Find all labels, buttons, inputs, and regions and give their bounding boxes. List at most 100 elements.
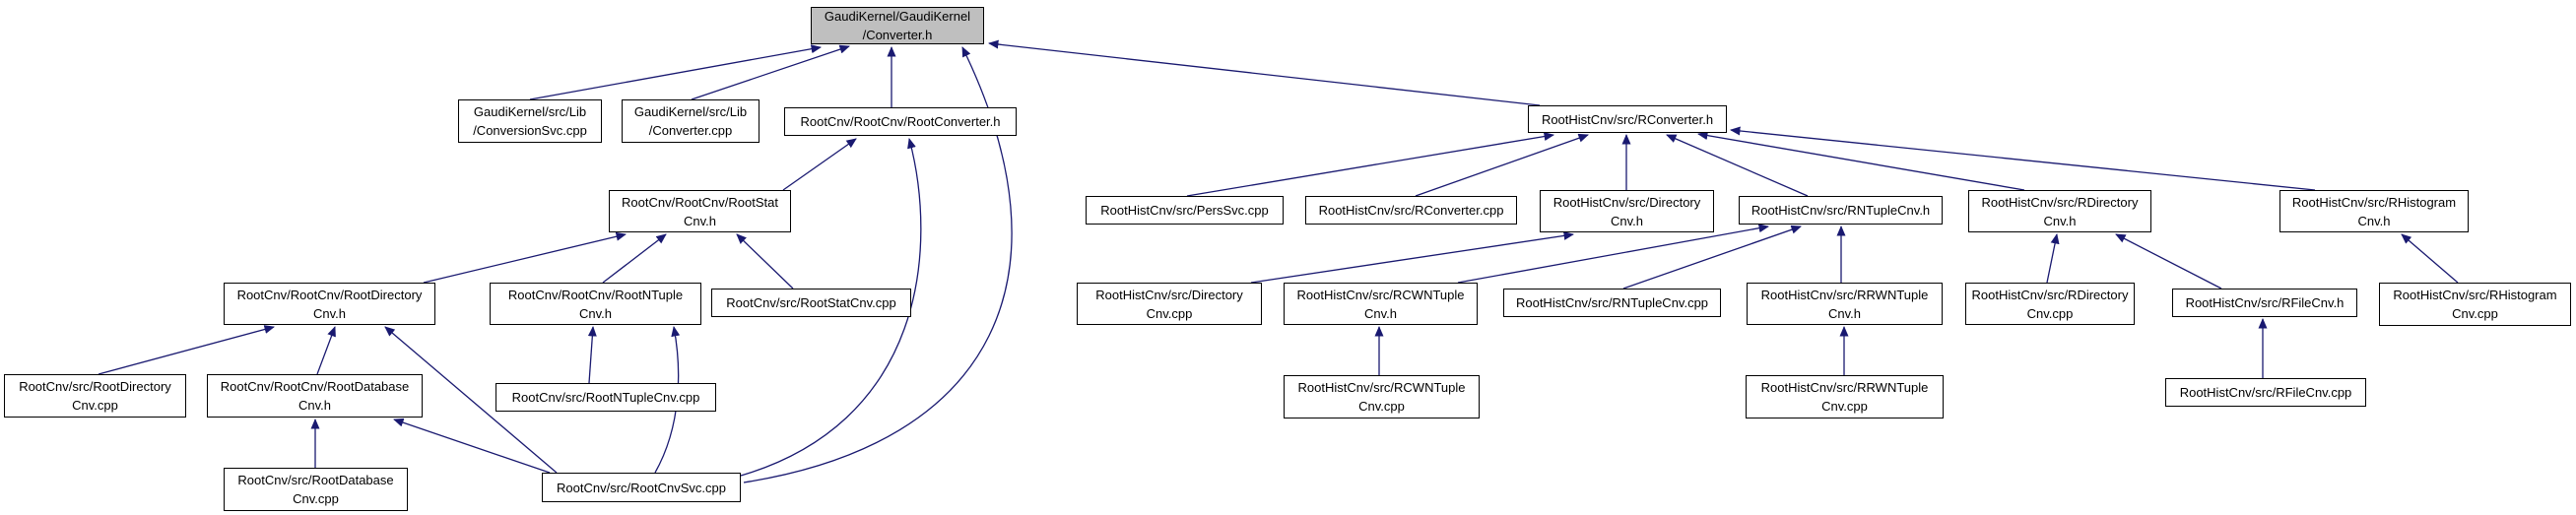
graph-node-label: Cnv.h (313, 305, 346, 321)
graph-node-rfilecnv_cpp[interactable]: RootHistCnv/src/RFileCnv.cpp (2165, 378, 2366, 407)
graph-node-label: Cnv.cpp (1358, 399, 1405, 414)
graph-node-label: RootHistCnv/src/RHistogram (2393, 288, 2557, 302)
edge-rootdirectorycnv_cpp-to-rootdirectorycnv_h (98, 325, 275, 375)
graph-node-label: RootCnv/src/RootDatabase (237, 473, 394, 487)
graph-node-rootcnvsvc_cpp[interactable]: RootCnv/src/RootCnvSvc.cpp (542, 473, 741, 502)
graph-node-rfilecnv_h[interactable]: RootHistCnv/src/RFileCnv.h (2172, 289, 2357, 317)
edge-rhistogramcnv_cpp-to-rhistogramcnv_h (2401, 233, 2459, 284)
graph-node-label: RootHistCnv/src/RFileCnv.cpp (2179, 385, 2352, 400)
graph-node-perssvc_cpp[interactable]: RootHistCnv/src/PersSvc.cpp (1086, 196, 1284, 225)
graph-node-label: RootHistCnv/src/Directory (1552, 194, 1701, 210)
edge-rdirectorycnv_h-to-rconverter_h (1697, 131, 2025, 191)
edge-rootcnvsvc_cpp-to-rootdatabasecnv_h (393, 418, 551, 474)
graph-node-label: Cnv.h (579, 305, 612, 321)
graph-node-label: RootHistCnv/src/Directory (1095, 287, 1243, 302)
graph-node-label: RootHistCnv/src/RFileCnv.h (2185, 295, 2345, 310)
graph-node-label: RootHistCnv/src/RHistogram (2291, 194, 2457, 210)
graph-node-label: Cnv.h (1611, 213, 1643, 228)
graph-node-converter_h[interactable]: GaudiKernel/GaudiKernel/Converter.h (811, 7, 984, 44)
graph-node-label: RootCnv/RootCnv/RootDatabase (220, 379, 410, 394)
edge-rootntuplecnv_h-to-rootstatcnv_h (602, 233, 667, 284)
edge-rntuplecnv_h-to-rconverter_h (1666, 134, 1809, 197)
edge-rfilecnv_h-to-rdirectorycnv_h (2115, 233, 2222, 290)
graph-node-label: RootCnv/RootCnv/RootConverter.h (800, 114, 1001, 129)
graph-node-label: Cnv.h (684, 213, 716, 228)
graph-node-label: Cnv.cpp (1146, 305, 1193, 321)
graph-node-label: RootHistCnv/src/RRWNTuple (1760, 287, 1929, 302)
edge-rootdirectorycnv_h-to-rootstatcnv_h (423, 231, 627, 284)
graph-node-label: RootHistCnv/src/PersSvc.cpp (1100, 203, 1269, 218)
graph-node-label: /Converter.cpp (648, 123, 733, 138)
graph-node-label: RootHistCnv/src/RDirectory (1971, 287, 2129, 302)
edge-rconverter_h-to-converter_h (988, 39, 1541, 106)
edge-lib_conversionsvc_cpp-to-converter_h (529, 44, 822, 100)
edge-rdirectorycnv_cpp-to-rdirectorycnv_h (2046, 233, 2060, 284)
graph-node-rconverter_h[interactable]: RootHistCnv/src/RConverter.h (1528, 105, 1727, 133)
edge-rhistogramcnv_h-to-rconverter_h (1730, 126, 2316, 191)
graph-node-label: RootHistCnv/src/RCWNTuple (1296, 287, 1465, 302)
graph-node-label: RootHistCnv/src/RConverter.h (1541, 111, 1714, 127)
edge-rootstatcnv_h-to-rootconverter_h (782, 138, 857, 191)
graph-node-lib_converter_cpp[interactable]: GaudiKernel/src/Lib/Converter.cpp (622, 99, 760, 143)
graph-node-label: /ConversionSvc.cpp (473, 123, 587, 138)
edge-directorycnv_cpp-to-directorycnv_h (1250, 230, 1574, 284)
graph-node-label: RootCnv/RootCnv/RootStat (622, 194, 778, 210)
graph-node-rntuplecnv_cpp[interactable]: RootHistCnv/src/RNTupleCnv.cpp (1503, 289, 1721, 317)
edge-rconverter_cpp-to-rconverter_h (1415, 133, 1589, 197)
graph-node-label: RootHistCnv/src/RCWNTuple (1297, 380, 1466, 395)
edge-rcwntuplecnv_h-to-rntuplecnv_h (1457, 224, 1769, 284)
graph-node-label: Cnv.cpp (2026, 305, 2074, 321)
graph-node-label: RootCnv/src/RootNTupleCnv.cpp (511, 390, 700, 405)
edge-rootntuplecnv_cpp-to-rootntuplecnv_h (587, 326, 597, 384)
graph-node-label: Cnv.h (2043, 213, 2077, 228)
graph-node-lib_conversionsvc_cpp[interactable]: GaudiKernel/src/Lib/ConversionSvc.cpp (458, 99, 602, 143)
graph-node-label: RootHistCnv/src/RNTupleCnv.cpp (1515, 295, 1709, 310)
graph-node-label: RootHistCnv/src/RConverter.cpp (1318, 203, 1504, 218)
edge-rntuplecnv_cpp-to-rntuplecnv_h (1622, 225, 1802, 290)
graph-node-rntuplecnv_h[interactable]: RootHistCnv/src/RNTupleCnv.h (1739, 196, 1943, 225)
graph-node-rconverter_cpp[interactable]: RootHistCnv/src/RConverter.cpp (1305, 196, 1517, 225)
graph-node-label: GaudiKernel/src/Lib (473, 104, 587, 119)
graph-node-label: RootCnv/src/RootCnvSvc.cpp (557, 480, 726, 495)
graph-node-label: RootCnv/src/RootDirectory (19, 379, 171, 394)
graph-node-label: Cnv.h (298, 398, 331, 413)
graph-node-label: RootCnv/RootCnv/RootNTuple (507, 287, 684, 302)
graph-node-label: Cnv.h (1828, 305, 1861, 321)
graph-node-label: RootHistCnv/src/RNTupleCnv.h (1750, 203, 1931, 218)
graph-node-label: Cnv.h (1364, 305, 1397, 321)
graph-node-label: GaudiKernel/GaudiKernel (824, 9, 971, 24)
graph-node-rootconverter_h[interactable]: RootCnv/RootCnv/RootConverter.h (784, 107, 1017, 136)
graph-node-rootntuplecnv_cpp[interactable]: RootCnv/src/RootNTupleCnv.cpp (495, 383, 716, 412)
graph-node-label: Cnv.cpp (72, 398, 118, 413)
graph-node-label: /Converter.h (862, 28, 933, 42)
graph-node-label: RootHistCnv/src/RRWNTuple (1760, 380, 1929, 395)
edge-rootstatcnv_cpp-to-rootstatcnv_h (736, 233, 794, 290)
graph-node-rootstatcnv_cpp[interactable]: RootCnv/src/RootStatCnv.cpp (711, 289, 911, 317)
graph-node-label: Cnv.cpp (1821, 399, 1868, 414)
graph-node-label: Cnv.cpp (2452, 306, 2498, 321)
graph-node-label: RootHistCnv/src/RDirectory (1981, 194, 2139, 210)
graph-node-label: RootCnv/RootCnv/RootDirectory (236, 287, 423, 302)
graph-node-label: RootCnv/src/RootStatCnv.cpp (726, 295, 896, 310)
graph-node-label: GaudiKernel/src/Lib (633, 104, 748, 119)
edge-rootdatabasecnv_h-to-rootdirectorycnv_h (316, 326, 336, 375)
graph-node-label: Cnv.cpp (293, 491, 339, 506)
